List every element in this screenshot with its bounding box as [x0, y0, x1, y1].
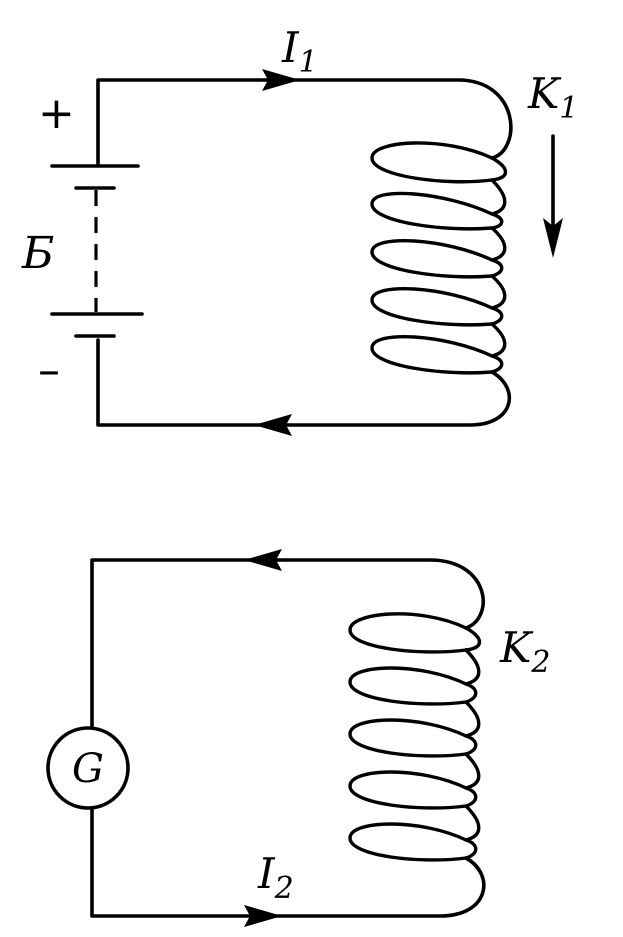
coil-turn	[490, 306, 504, 326]
coil-label-k2-main: K	[499, 623, 534, 672]
galvanometer-label: G	[72, 746, 104, 792]
current-label-i2-sub: 2	[274, 871, 294, 906]
current-arrow-right	[244, 905, 282, 927]
coil-turn	[370, 322, 507, 375]
minus-label: –	[38, 345, 60, 396]
coil-turn	[370, 141, 494, 184]
current-label-i1-sub: 1	[299, 45, 318, 80]
current-arrow-right	[262, 69, 300, 91]
coil-turn	[464, 838, 478, 860]
coil-turn	[370, 226, 507, 279]
coil-label-k2: K2	[499, 623, 550, 680]
coil-turn	[464, 734, 478, 756]
current-label-i2-main: I	[257, 849, 276, 898]
coil-turn	[348, 612, 468, 654]
current-label-i1: I1	[281, 23, 318, 80]
current-arrow-left	[244, 549, 282, 571]
coil-turn	[490, 258, 504, 278]
current-label-i2: I2	[257, 849, 294, 906]
coil-turn	[464, 786, 478, 808]
coil-turn	[490, 212, 504, 230]
secondary-top-wire	[90, 558, 485, 732]
plus-label: +	[38, 88, 75, 139]
coil-turn	[490, 354, 504, 374]
coil-label-k1-main: K	[527, 69, 562, 118]
current-arrow-left	[254, 414, 292, 436]
coil-turn	[370, 274, 507, 327]
coil-label-k1-sub: 1	[559, 91, 578, 126]
primary-bottom-wire	[96, 338, 511, 427]
coil-turn	[348, 700, 481, 758]
coil-label-k2-sub: 2	[530, 645, 550, 680]
primary-coil	[370, 141, 508, 375]
coil-turn	[348, 804, 481, 862]
secondary-bottom-wire	[90, 804, 486, 918]
coil-turn	[348, 648, 481, 706]
coil-turn	[370, 178, 507, 231]
primary-top-wire	[96, 78, 513, 167]
battery	[50, 164, 144, 338]
galvanometer: G	[46, 726, 130, 810]
coil-turn	[464, 626, 482, 652]
secondary-coil	[348, 612, 482, 862]
primary-circuit: + – Б I1 K1	[21, 23, 578, 436]
coil-label-k1: K1	[527, 69, 578, 126]
motion-arrow-down	[543, 134, 563, 258]
battery-label: Б	[21, 228, 54, 279]
galvanometer-circle	[46, 726, 130, 810]
coil-turn	[464, 682, 478, 704]
coil-turn	[490, 156, 508, 182]
secondary-circuit: G K2 I2	[46, 549, 550, 927]
coil-turn	[348, 752, 481, 810]
current-label-i1-main: I	[281, 23, 300, 72]
